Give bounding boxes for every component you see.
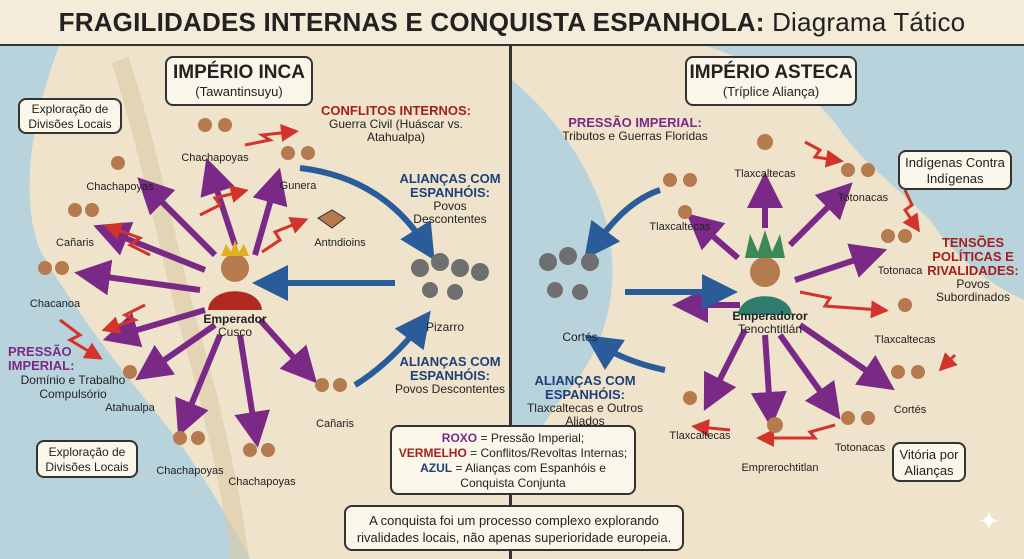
aztec-emperor-place: Tenochtitlán: [737, 322, 803, 336]
aztec-totonacas-bottom: Totonacas: [834, 442, 886, 454]
inca-conflicts-head: CONFLITOS INTERNOS:: [321, 103, 471, 118]
inca-canaris-left: Cañaris: [56, 237, 94, 249]
emperor-inca-figure: [208, 240, 262, 310]
legend-box: ROXO = Pressão Imperial; VERMELHO = Conf…: [390, 425, 636, 495]
inca-purple-arrows: [74, 157, 318, 448]
inca-atahualpa: Atahualpa: [105, 402, 155, 414]
aztec-red-arrows: [691, 140, 958, 447]
aztec-cortes-right: Cortés: [893, 404, 927, 416]
aztec-pressure-label: PRESSÃO IMPERIAL: Tributos e Guerras Flo…: [560, 116, 710, 143]
inca-chachapoyas-b2: Chachapoyas: [228, 476, 296, 488]
title-rest: Diagrama Tático: [764, 7, 966, 37]
conclusion-box: A conquista foi um processo complexo exp…: [344, 505, 684, 551]
inca-pressure-head: PRESSÃO IMPERIAL:: [8, 344, 75, 373]
inca-canaris-bottom: Cañaris: [316, 418, 354, 430]
aztec-alliances-head: ALIANÇAS COM ESPANHÓIS:: [534, 373, 636, 402]
inca-alliances-body: Povos Descontentes: [413, 199, 487, 226]
legend-red-text: = Conflitos/Revoltas Internas;: [466, 446, 628, 460]
inca-emperor-label: Emperador Cusco: [195, 313, 275, 339]
aztec-emprerochtitlan: Emprerochtitlan: [741, 462, 819, 474]
legend-purple: ROXO = Pressão Imperial;: [392, 431, 634, 446]
inca-red-arrows: [59, 124, 309, 360]
aztec-indigenous-text: Indígenas Contra Indígenas: [905, 155, 1005, 186]
aztec-alliances-label: ALIANÇAS COM ESPANHÓIS: Tlaxcaltecas e O…: [515, 374, 655, 428]
inca-alliances-label: ALIANÇAS COM ESPANHÓIS: Povos Descontent…: [395, 172, 505, 226]
legend-red-key: VERMELHO: [398, 446, 467, 460]
aztec-emperor-title: Emperadoror: [732, 309, 808, 323]
aztec-name: IMPÉRIO ASTECA: [689, 62, 853, 83]
aztec-tlaxcaltecas-right: Tlaxcaltecas: [874, 334, 936, 346]
aztec-title-box: IMPÉRIO ASTECA (Tríplice Aliança): [685, 56, 857, 106]
inca-chachapoyas-left: Chachapoyas: [86, 181, 154, 193]
aztec-pressure-head: PRESSÃO IMPERIAL:: [568, 115, 702, 130]
page-title: FRAGILIDADES INTERNAS E CONQUISTA ESPANH…: [0, 0, 1024, 46]
aztec-indigenous-box: Indígenas Contra Indígenas: [898, 150, 1012, 190]
center-divider: [509, 44, 512, 559]
inca-alliances2-body: Povos Descontentes: [394, 382, 506, 396]
inca-pressure-label: PRESSÃO IMPERIAL: Domínio e Trabalho Com…: [8, 344, 138, 402]
aztec-tlaxcaltecas-bottom: Tlaxcaltecas: [669, 430, 731, 442]
inca-alliances2-head: ALIANÇAS COM ESPANHÓIS:: [399, 354, 501, 383]
inca-alliances-head: ALIANÇAS COM ESPANHÓIS:: [399, 171, 501, 200]
aztec-tlaxcaltecas-top: Tlaxcaltecas: [734, 168, 796, 180]
inca-pressure-body: Domínio e Trabalho Compulsório: [20, 373, 126, 401]
legend-purple-key: ROXO: [441, 431, 478, 445]
inca-blue-arrows: [252, 165, 435, 388]
inca-title-box: IMPÉRIO INCA (Tawantinsuyu): [165, 56, 313, 106]
inca-alliances2-label: ALIANÇAS COM ESPANHÓIS: Povos Descontent…: [390, 355, 510, 396]
aztec-blue-arrows: [584, 187, 738, 373]
aztec-pressure-body: Tributos e Guerras Floridas: [562, 129, 708, 143]
legend-blue: AZUL = Alianças com Espanhóis e Conquist…: [392, 461, 634, 491]
conclusion-text: A conquista foi um processo complexo exp…: [356, 513, 672, 545]
aztec-totonaca-right: Totonaca: [877, 265, 923, 277]
legend-blue-text: = Alianças com Espanhóis e Conquista Con…: [452, 461, 606, 490]
emperor-aztec-figure: [738, 230, 792, 315]
inca-chacanoa: Chacanoa: [29, 298, 81, 310]
pizarro-label: Pizarro: [425, 320, 464, 334]
cortes-figures: [539, 247, 599, 300]
aztec-subname: (Tríplice Aliança): [722, 84, 820, 99]
aztec-people-figures: [663, 134, 925, 433]
aztec-tensions-body: Povos Subordinados: [935, 277, 1011, 304]
aztec-emperor-label: Emperadoror Tenochtitlán: [725, 310, 815, 336]
legend-red: VERMELHO = Conflitos/Revoltas Internas;: [392, 446, 634, 461]
inca-emperor-title: Emperador: [203, 312, 267, 326]
inca-exploration-bottom-text: Exploração de Divisões Locais: [45, 445, 129, 474]
inca-chachapoyas-top: Chachapoyas: [181, 152, 249, 164]
inca-exploration-top-text: Exploração de Divisões Locais: [28, 102, 112, 131]
sparkle-icon: ✦: [978, 506, 1000, 536]
aztec-victory-box: Vitória por Alianças: [892, 442, 966, 482]
legend-blue-key: AZUL: [420, 461, 453, 475]
aztec-victory-text: Vitória por Alianças: [899, 447, 959, 478]
aztec-tlaxcaltecas-left: Tlaxcaltecas: [649, 221, 711, 233]
aztec-totonacas-top: Totonacas: [837, 192, 889, 204]
inca-chachapoyas-b1: Chachapoyas: [156, 465, 224, 477]
aztec-alliances-body: Tlaxcaltecas e Outros Aliados: [526, 401, 644, 428]
aztec-tensions-head: TENSÕES POLÍTICAS E RIVALIDADES:: [927, 235, 1019, 278]
title-bold: FRAGILIDADES INTERNAS E CONQUISTA ESPANH…: [58, 7, 765, 37]
inca-gunera: Gunera: [279, 180, 317, 192]
inca-emperor-place: Cusco: [217, 325, 252, 339]
legend-purple-text: = Pressão Imperial;: [477, 431, 585, 445]
pizarro-figures: [411, 253, 489, 300]
aztec-tensions-label: TENSÕES POLÍTICAS E RIVALIDADES: Povos S…: [925, 236, 1021, 304]
handshake-icon: [317, 209, 346, 229]
inca-conflicts-body: Guerra Civil (Huáscar vs. Atahualpa): [328, 117, 464, 144]
inca-people-figures: [38, 118, 347, 457]
cortes-left-label: Cortés: [562, 330, 598, 344]
inca-name: IMPÉRIO INCA: [173, 62, 305, 83]
inca-exploration-top-box: Exploração de Divisões Locais: [18, 98, 122, 134]
inca-antndioins-label: Antndioins: [314, 237, 366, 249]
inca-exploration-bottom-box: Exploração de Divisões Locais: [36, 440, 138, 478]
inca-subname: (Tawantinsuyu): [195, 84, 283, 99]
inca-conflicts-label: CONFLITOS INTERNOS: Guerra Civil (Huásca…: [316, 104, 476, 144]
